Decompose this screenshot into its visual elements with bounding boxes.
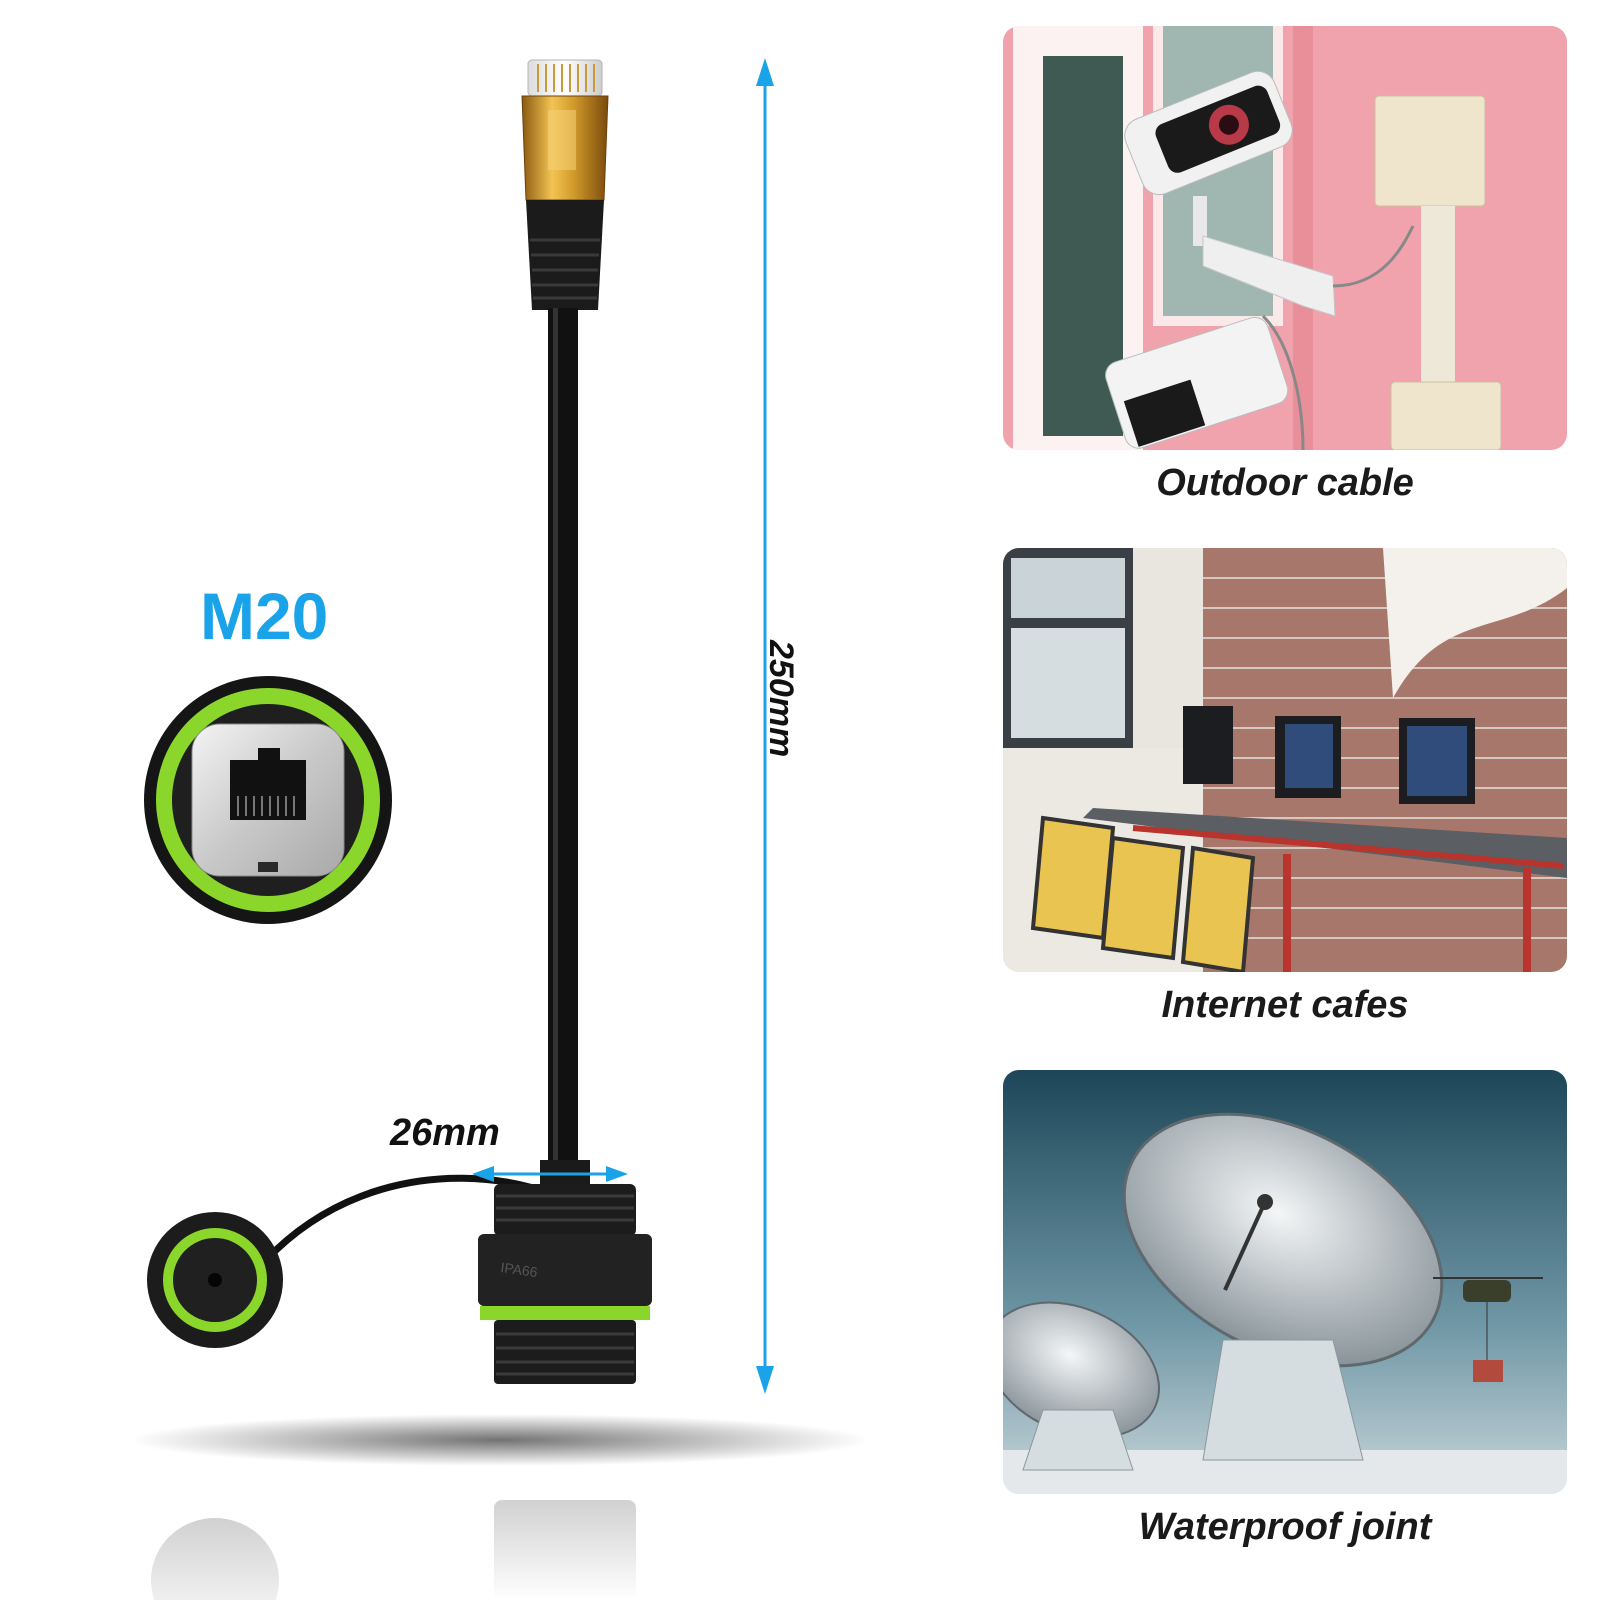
ipa66-marking: IPA66 — [500, 1259, 539, 1280]
caption-internet-cafes: Internet cafes — [1161, 984, 1409, 1026]
thread-size-label: M20 — [200, 579, 329, 653]
length-label: 250mm — [762, 640, 800, 758]
socket-front-view — [144, 676, 392, 924]
waterproof-joint-photo — [1003, 1070, 1567, 1494]
outdoor-cable-photo — [1003, 26, 1567, 450]
floor-shadow — [130, 1414, 870, 1466]
caption-outdoor-cable: Outdoor cable — [1156, 462, 1414, 504]
width-label: 26mm — [390, 1112, 500, 1154]
internet-cafes-photo — [1003, 548, 1567, 972]
length-dimension-arrow — [756, 58, 774, 1394]
floor-reflection — [151, 1500, 636, 1600]
caption-waterproof-joint: Waterproof joint — [1138, 1506, 1432, 1548]
product-illustration: IPA66 — [130, 58, 870, 1600]
width-dimension-arrow — [472, 1166, 628, 1182]
dust-cap — [147, 1212, 283, 1348]
panel-mount-connector: IPA66 — [478, 1160, 652, 1384]
cable — [548, 308, 578, 1168]
rj45-plug — [521, 59, 609, 310]
